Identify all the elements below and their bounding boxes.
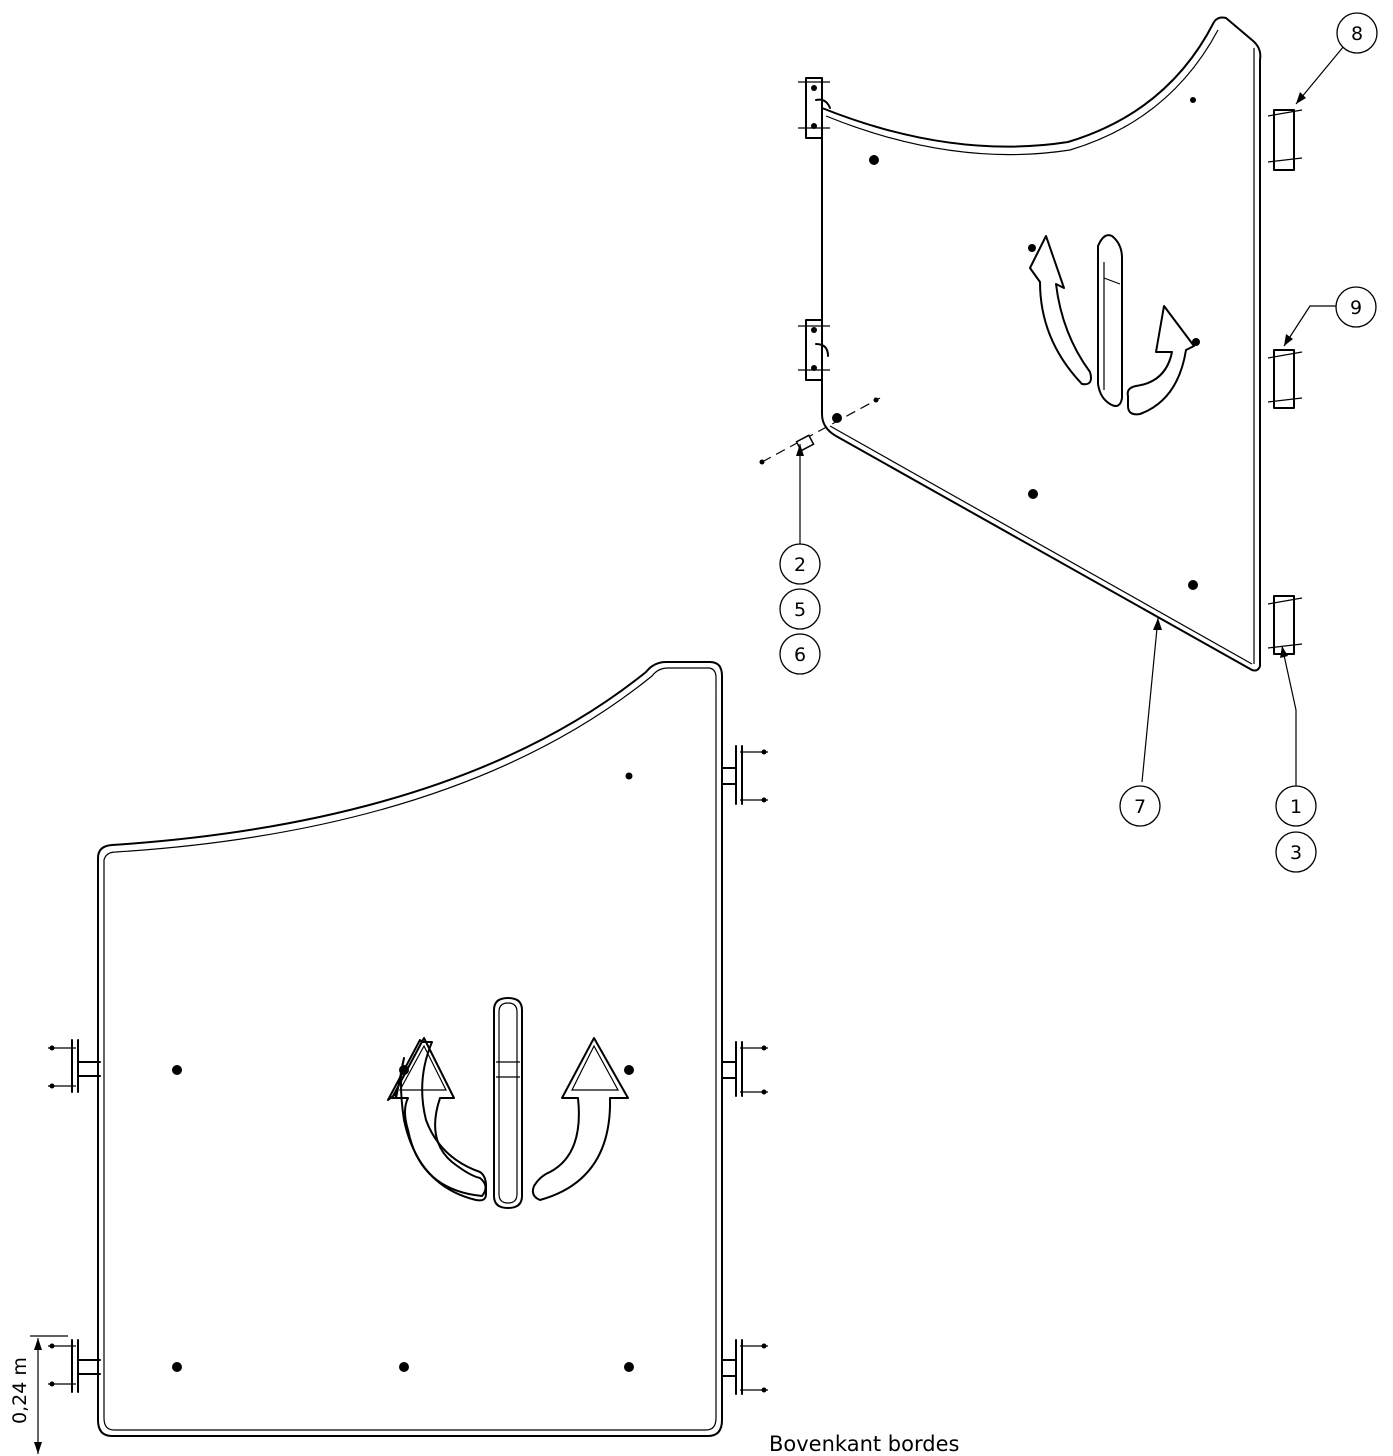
- iso-mounting-holes: [832, 97, 1200, 590]
- front-hinge-bottom-left: [48, 1339, 101, 1393]
- balloon-5-label: 5: [794, 599, 806, 621]
- balloon-5: 5: [779, 588, 821, 630]
- iso-hinge-mid-left: [798, 319, 830, 381]
- front-panel-inner-outline: [103, 667, 717, 1431]
- front-hinge-mid-right: [721, 1041, 768, 1097]
- front-view: 0,24 m: [9, 661, 768, 1454]
- caption-bovenkant-bordes: Bovenkant bordes: [769, 1432, 960, 1456]
- balloon-2-label: 2: [794, 554, 806, 576]
- front-hinge-top-left: [48, 1039, 101, 1093]
- balloon-3-label: 3: [1290, 842, 1302, 864]
- iso-panel-outline: [821, 16, 1262, 672]
- balloon-9-label: 9: [1350, 297, 1362, 319]
- balloon-3: 3: [1275, 831, 1317, 873]
- iso-hinge-mid-right: [1267, 349, 1303, 409]
- front-hinge-bottom-right: [721, 1339, 768, 1395]
- iso-hinge-bottom-right: [1267, 595, 1303, 655]
- iso-hinge-top-left: [798, 77, 831, 139]
- balloon-7-label: 7: [1134, 796, 1146, 818]
- balloon-8: 8: [1336, 12, 1378, 54]
- front-hinge-top-right: [721, 745, 768, 805]
- height-dimension: 0,24 m: [9, 1335, 68, 1454]
- iso-fastener-exploded: [759, 397, 881, 465]
- dimension-label: 0,24 m: [9, 1357, 31, 1424]
- iso-arrow-cutout: [1029, 234, 1195, 416]
- front-arrow-cutout: [387, 997, 629, 1209]
- balloon-7: 7: [1119, 785, 1161, 827]
- balloon-8-label: 8: [1351, 23, 1363, 45]
- isometric-view: [759, 16, 1345, 786]
- balloon-1-label: 1: [1290, 796, 1302, 818]
- front-panel-outline: [97, 661, 723, 1437]
- balloon-6: 6: [779, 633, 821, 675]
- iso-panel-edge-bottom: [829, 425, 1253, 665]
- balloon-9: 9: [1335, 286, 1377, 328]
- iso-panel-edge-top: [825, 29, 1219, 156]
- balloon-1: 1: [1275, 785, 1317, 827]
- balloon-2: 2: [779, 543, 821, 585]
- iso-hinge-top-right: [1267, 109, 1303, 171]
- iso-leader-lines: [796, 45, 1345, 786]
- balloon-6-label: 6: [794, 644, 806, 666]
